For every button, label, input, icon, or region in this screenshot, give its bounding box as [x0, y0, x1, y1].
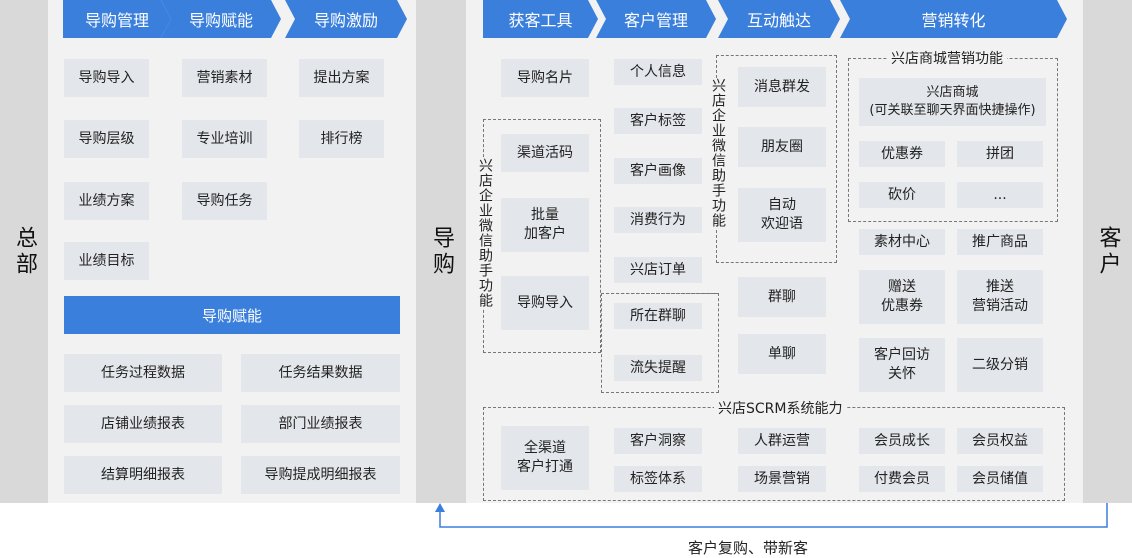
- guide-label: 导购: [429, 225, 454, 278]
- box-push-campaign: 推送 营销活动: [957, 270, 1043, 324]
- box-auto-welcome: 自动 欢迎语: [738, 188, 826, 242]
- customer-column: 客户: [1083, 0, 1132, 503]
- hq-column: 总部: [0, 0, 48, 503]
- mall-title: 兴店商城营销功能: [887, 48, 1007, 68]
- interact-wecom-label: 兴店企业微信助手功能: [707, 78, 726, 228]
- customer-label: 客户: [1095, 225, 1121, 278]
- box-marketing-material: 营销素材: [182, 59, 267, 97]
- box-customer-tags: 客户标签: [614, 108, 702, 134]
- box-pro-training: 专业培训: [182, 120, 267, 158]
- box-paid-member: 付费会员: [859, 466, 945, 492]
- box-crowd-ops: 人群运营: [738, 428, 826, 454]
- box-coupon: 优惠券: [859, 141, 945, 167]
- box-member-growth: 会员成长: [859, 428, 945, 454]
- box-group-buy: 拼团: [957, 141, 1043, 167]
- tab-acquisition: 获客工具: [483, 0, 598, 38]
- box-guide-level: 导购层级: [64, 120, 149, 158]
- box-revisit-care: 客户回访 关怀: [859, 338, 945, 392]
- guide-panel: 获客工具 客户管理 互动触达 营销转化 导购名片 兴店企业微信助手功能 渠道活码…: [466, 0, 1083, 503]
- hq-panel: 导购管理 导购赋能 导购激励 导购导入 导购层级 业绩方案 业绩目标 营销素材 …: [48, 0, 416, 503]
- box-moments: 朋友圈: [738, 127, 826, 167]
- box-material-center: 素材中心: [859, 229, 945, 255]
- box-store-mall: 兴店商城 (可关联至聊天界面快捷操作): [859, 78, 1046, 126]
- box-store-order: 兴店订单: [614, 257, 702, 283]
- report-commission: 导购提成明细报表: [241, 456, 400, 494]
- box-gift-coupon: 赠送 优惠券: [859, 270, 945, 324]
- box-mass-message: 消息群发: [738, 67, 826, 107]
- box-consumption: 消费行为: [614, 207, 702, 233]
- box-member-storage: 会员储值: [957, 466, 1043, 492]
- box-performance-plan: 业绩方案: [64, 182, 149, 220]
- box-tag-system: 标签体系: [614, 466, 702, 492]
- box-distribution: 二级分销: [957, 338, 1043, 392]
- mgmt-dashed-lower: [601, 293, 719, 393]
- box-channel-code: 渠道活码: [501, 134, 589, 172]
- box-omnichannel: 全渠道 客户打通: [501, 426, 589, 490]
- box-leaderboard: 排行榜: [299, 120, 384, 158]
- box-promote-goods: 推广商品: [957, 229, 1043, 255]
- box-performance-target: 业绩目标: [64, 242, 149, 280]
- tab-customer-manage: 客户管理: [596, 0, 716, 38]
- box-personal-info: 个人信息: [614, 59, 702, 85]
- hq-label: 总部: [12, 225, 37, 278]
- box-churn-alert: 流失提醒: [614, 355, 702, 381]
- report-settlement: 结算明细报表: [64, 456, 222, 494]
- box-propose-plan: 提出方案: [299, 59, 384, 97]
- box-more: ...: [957, 182, 1043, 208]
- box-scene-marketing: 场景营销: [738, 466, 826, 492]
- box-group-chat: 群聊: [738, 277, 826, 317]
- box-batch-add: 批量 加客户: [501, 198, 589, 252]
- acq-wecom-label: 兴店企业微信助手功能: [474, 158, 493, 308]
- box-groups: 所在群聊: [614, 303, 702, 329]
- box-insight: 客户洞察: [614, 428, 702, 454]
- box-bargain: 砍价: [859, 182, 945, 208]
- box-acq-guide-import: 导购导入: [501, 276, 589, 330]
- guide-column: 导购: [416, 0, 466, 503]
- tab-guide-manage: 导购管理: [63, 0, 171, 38]
- box-guide-card: 导购名片: [501, 59, 589, 97]
- report-task-result: 任务结果数据: [241, 354, 400, 392]
- report-store-performance: 店铺业绩报表: [64, 405, 222, 443]
- feedback-label: 客户复购、带新客: [688, 539, 809, 557]
- box-customer-profile: 客户画像: [614, 158, 702, 184]
- box-guide-import: 导购导入: [64, 59, 149, 97]
- guide-empower-bar: 导购赋能: [64, 296, 400, 334]
- report-dept-performance: 部门业绩报表: [241, 405, 400, 443]
- box-member-rights: 会员权益: [957, 428, 1043, 454]
- box-guide-task: 导购任务: [182, 182, 267, 220]
- report-task-process: 任务过程数据: [64, 354, 222, 392]
- tab-interaction: 互动触达: [718, 0, 840, 38]
- tab-marketing-conversion: 营销转化: [840, 0, 1067, 38]
- scrm-title: 兴店SCRM系统能力: [714, 398, 847, 418]
- tab-guide-incentive: 导购激励: [285, 0, 407, 38]
- tab-guide-empower: 导购赋能: [161, 0, 281, 38]
- box-single-chat: 单聊: [738, 334, 826, 374]
